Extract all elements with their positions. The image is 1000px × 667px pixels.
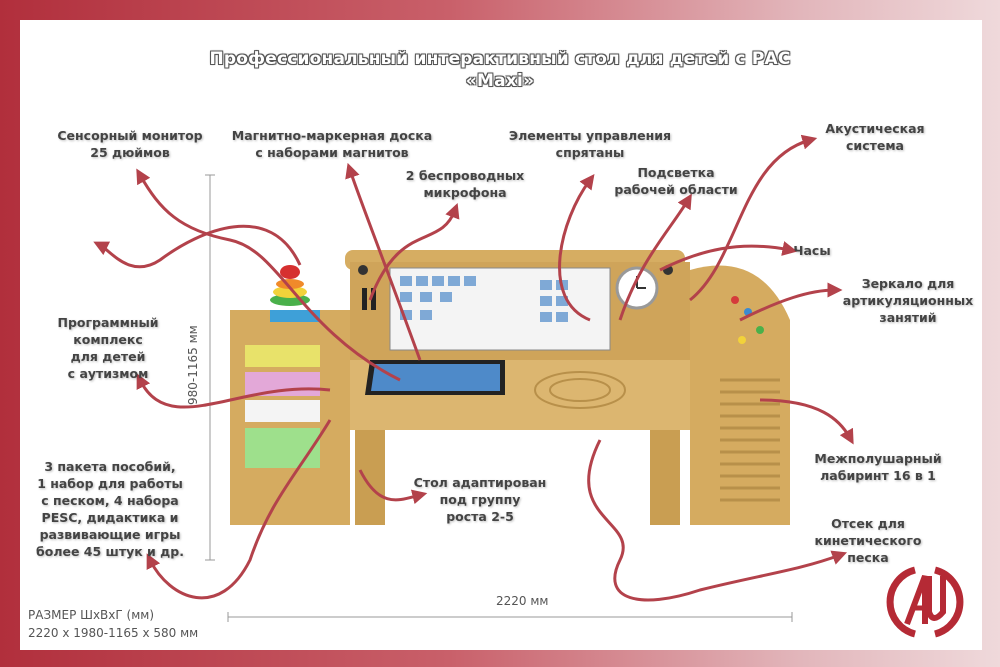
label-line: с аутизмом: [67, 366, 149, 381]
label-line: артикуляционных: [842, 293, 974, 308]
label-line: кинетического: [814, 533, 922, 548]
label-line: 2 беспроводных: [405, 168, 525, 183]
label-line: для детей: [70, 349, 146, 364]
label-line: Межполушарный: [814, 451, 942, 466]
label-line: Зеркало для: [861, 276, 955, 291]
label-line: лабиринт 16 в 1: [820, 468, 936, 483]
height-dimension-line: [205, 174, 215, 561]
label-adapted: Стол адаптирован под группу роста 2-5: [414, 474, 547, 525]
title-line-1: Профессиональный интерактивный стол для …: [209, 49, 791, 69]
label-line: с песком, 4 набора: [41, 493, 179, 508]
label-software: Программный комплекс для детей с аутизмом: [57, 314, 158, 382]
label-line: Отсек для: [831, 516, 905, 531]
label-line: PESC, дидактика и: [41, 510, 179, 525]
page-title: Профессиональный интерактивный стол для …: [0, 48, 1000, 92]
label-light: Подсветка рабочей области: [614, 164, 737, 198]
label-line: Подсветка: [637, 165, 715, 180]
label-clock: Часы: [793, 242, 830, 259]
label-line: занятий: [879, 310, 937, 325]
label-line: Программный: [57, 315, 159, 330]
callout-arrows: [93, 134, 854, 602]
label-line: 25 дюймов: [90, 145, 170, 160]
label-line: с наборами магнитов: [255, 145, 409, 160]
label-labyrinth: Межполушарный лабиринт 16 в 1: [814, 450, 941, 484]
label-line: Часы: [793, 243, 831, 258]
desk: [230, 250, 790, 525]
label-line: Элементы управления: [508, 128, 672, 143]
label-kits: 3 пакета пособий, 1 набор для работы с пес…: [36, 458, 184, 560]
label-sand: Отсек для кинетического песка: [814, 515, 921, 566]
label-line: система: [846, 138, 904, 153]
label-mics: 2 беспроводных микрофона: [406, 167, 524, 201]
width-dimension: 2220 мм: [496, 594, 549, 608]
label-line: развивающие игры: [39, 527, 181, 542]
label-line: песка: [847, 550, 889, 565]
label-line: более 45 штук и др.: [36, 544, 184, 559]
label-line: 1 набор для работы: [37, 476, 183, 491]
label-line: под группу: [439, 492, 521, 507]
label-line: микрофона: [423, 185, 507, 200]
label-line: роста 2-5: [446, 509, 514, 524]
label-line: Стол адаптирован: [413, 475, 547, 490]
label-acoustic: Акустическая система: [825, 120, 924, 154]
size-value: 2220 х 1980-1165 х 580 мм: [28, 626, 199, 640]
label-monitor: Сенсорный монитор 25 дюймов: [57, 127, 202, 161]
label-line: Магнитно-маркерная доска: [231, 128, 433, 143]
label-line: Сенсорный монитор: [57, 128, 203, 143]
label-line: рабочей области: [614, 182, 738, 197]
label-line: комплекс: [73, 332, 143, 347]
brand-logo: [886, 566, 964, 638]
label-board: Магнитно-маркерная доска с наборами магни…: [232, 127, 432, 161]
label-controls: Элементы управления спрятаны: [509, 127, 671, 161]
label-line: спрятаны: [555, 145, 625, 160]
width-dimension-line: [227, 612, 793, 622]
label-line: Акустическая: [825, 121, 925, 136]
bead-maze: [731, 296, 764, 344]
label-mirror: Зеркало для артикуляционных занятий: [843, 275, 973, 326]
label-line: 3 пакета пособий,: [44, 459, 176, 474]
title-line-2: «Maxi»: [465, 71, 535, 91]
size-info: РАЗМЕР ШхВхГ (мм) 2220 х 1980-1165 х 580…: [28, 606, 198, 642]
size-label: РАЗМЕР ШхВхГ (мм): [28, 608, 154, 622]
height-dimension: 980-1165 мм: [186, 325, 200, 405]
